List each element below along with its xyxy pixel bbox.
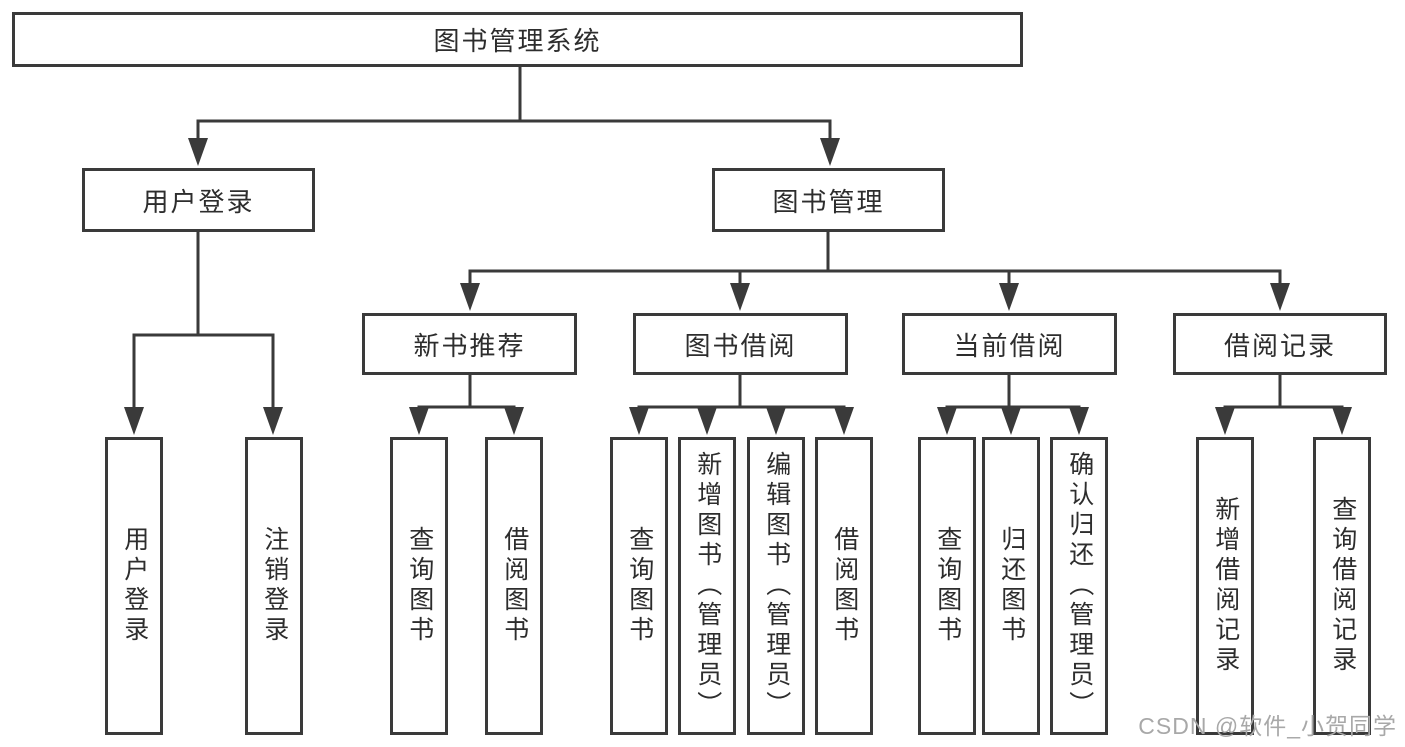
leaf-user-login: 用户登录 xyxy=(105,437,163,735)
leaf-borrow-books-recommendation: 借阅图书 xyxy=(485,437,543,735)
node-label: 查询图书 xyxy=(625,526,654,646)
node-label: 注销登录 xyxy=(260,526,289,646)
watermark: CSDN @软件_小贺同学 xyxy=(1138,713,1397,739)
leaf-query-borrow-record: 查询借阅记录 xyxy=(1313,437,1371,735)
node-book-management: 图书管理 xyxy=(712,168,945,232)
node-label: 新增图书（管理员） xyxy=(693,451,722,721)
node-label: 查询图书 xyxy=(405,526,434,646)
leaf-query-books-borrowing: 查询图书 xyxy=(610,437,668,735)
node-library-management-system: 图书管理系统 xyxy=(12,12,1023,67)
leaf-borrow-books: 借阅图书 xyxy=(815,437,873,735)
leaf-query-books-current: 查询图书 xyxy=(918,437,976,735)
node-label: 图书借阅 xyxy=(684,330,797,361)
node-new-book-recommendation: 新书推荐 xyxy=(362,313,577,375)
node-label: 归还图书 xyxy=(997,526,1026,646)
leaf-edit-books-admin: 编辑图书（管理员） xyxy=(747,437,805,735)
node-label: 确认归还（管理员） xyxy=(1065,451,1094,721)
node-label: 图书管理 xyxy=(772,186,885,217)
node-label: 借阅图书 xyxy=(830,526,859,646)
node-label: 新书推荐 xyxy=(413,330,526,361)
leaf-confirm-return-admin: 确认归还（管理员） xyxy=(1050,437,1108,735)
leaf-query-books-recommendation: 查询图书 xyxy=(390,437,448,735)
node-label: 查询借阅记录 xyxy=(1328,496,1357,676)
node-label: 借阅记录 xyxy=(1223,330,1336,361)
node-label: 图书管理系统 xyxy=(433,26,602,56)
node-book-borrowing: 图书借阅 xyxy=(633,313,848,375)
node-user-login: 用户登录 xyxy=(82,168,315,232)
node-label: 当前借阅 xyxy=(953,330,1066,361)
node-label: 查询图书 xyxy=(933,526,962,646)
node-label: 借阅图书 xyxy=(500,526,529,646)
leaf-return-books: 归还图书 xyxy=(982,437,1040,735)
node-borrowing-records: 借阅记录 xyxy=(1173,313,1387,375)
leaf-logout: 注销登录 xyxy=(245,437,303,735)
node-current-borrowing: 当前借阅 xyxy=(902,313,1117,375)
node-label: 新增借阅记录 xyxy=(1211,496,1240,676)
leaf-add-borrow-record: 新增借阅记录 xyxy=(1196,437,1254,735)
leaf-add-books-admin: 新增图书（管理员） xyxy=(678,437,736,735)
node-label: 编辑图书（管理员） xyxy=(762,451,791,721)
node-label: 用户登录 xyxy=(120,526,149,646)
node-label: 用户登录 xyxy=(142,186,255,217)
